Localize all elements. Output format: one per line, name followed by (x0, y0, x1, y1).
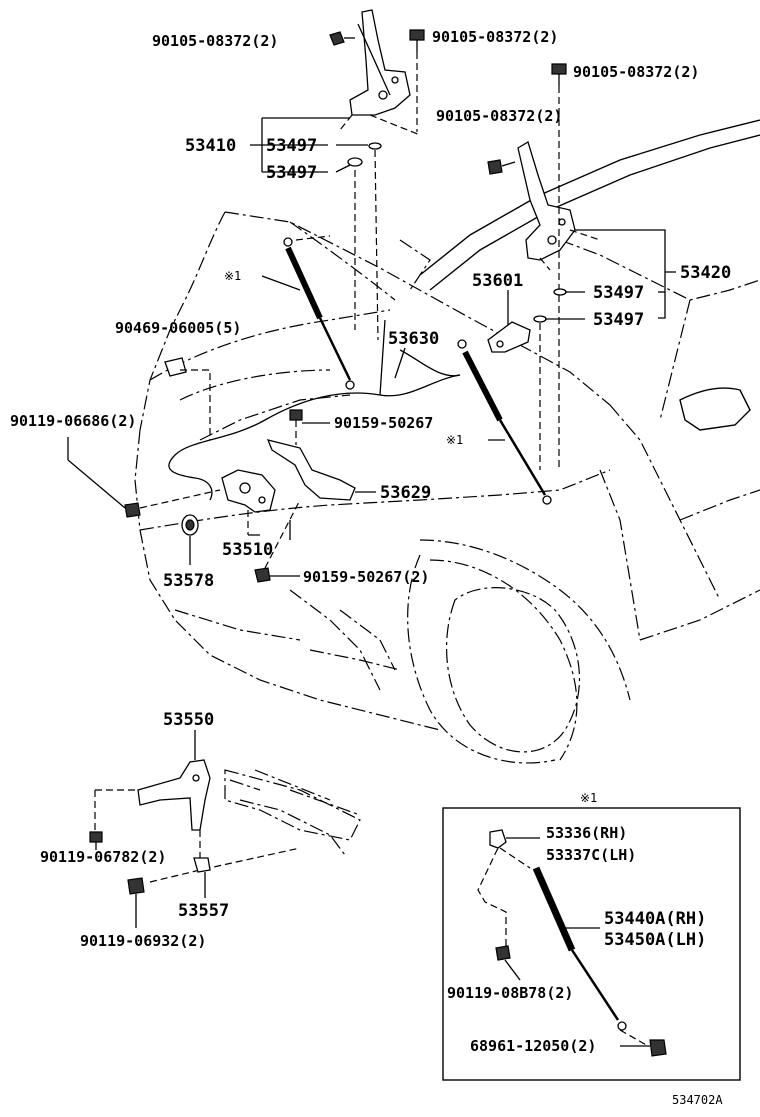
label-screw-lock-upper: 90159-50267 (334, 414, 433, 432)
label-hood-lock: 53510 (222, 540, 273, 560)
bolt-icon (329, 31, 355, 46)
release-cable (168, 374, 461, 501)
screw-icon (289, 409, 330, 445)
label-ref-strut-right: ※1 (446, 433, 463, 447)
label-lever-bracket: 53557 (178, 901, 229, 921)
bracket-icon (193, 857, 211, 898)
label-cushion: 53578 (163, 571, 214, 591)
label-washer-b: 53497 (266, 163, 317, 183)
screw-icon (254, 499, 301, 583)
label-ball-rh: 53336(RH) (546, 824, 627, 842)
labels: 90105-08372(2) 90105-08372(2) 90105-0837… (10, 28, 731, 1107)
bolt-icon (409, 29, 425, 132)
hood-stay-left (261, 235, 355, 390)
label-bolt-left-lock: 90119-06686(2) (10, 412, 136, 430)
leader-53420 (545, 229, 676, 320)
label-bolt-top-mid: 90105-08372(2) (432, 28, 558, 46)
label-ball-lh: 53337C(LH) (546, 846, 636, 864)
label-lock-protector: 53629 (380, 483, 431, 503)
label-inset-bolt: 90119-08B78(2) (447, 984, 573, 1002)
leader-53630 (394, 347, 406, 379)
bolt-icon (487, 159, 516, 175)
hood-lock-protector (266, 439, 376, 501)
label-clip: 90469-06005(5) (115, 319, 241, 337)
label-hinge-lh: 53410 (185, 136, 236, 156)
hood-lock-support (487, 290, 531, 353)
label-stay-lh: 53450A(LH) (604, 930, 706, 950)
label-lock-support: 53601 (472, 271, 523, 291)
hood-lock (221, 469, 276, 535)
nut-icon (620, 1039, 667, 1057)
label-bolt-top-right: 90105-08372(2) (573, 63, 699, 81)
release-cable-end (379, 319, 461, 396)
label-release-cable: 53630 (388, 329, 439, 349)
label-bolt-top-left: 90105-08372(2) (152, 32, 278, 50)
bolt-icon (89, 831, 103, 850)
washer-icon (347, 142, 382, 341)
bolt-icon (67, 437, 221, 518)
leader-53497 (335, 144, 368, 173)
label-washer-a: 53497 (266, 136, 317, 156)
label-inset-ref: ※1 (580, 791, 597, 805)
label-lever: 53550 (163, 710, 214, 730)
clip-icon (164, 357, 211, 440)
inset-frame (442, 807, 741, 1081)
label-bolt-lever-b: 90119-06932(2) (80, 932, 206, 950)
hood-hinge-rh (517, 141, 601, 271)
washer-icon (533, 288, 567, 470)
bolt-icon (477, 847, 521, 981)
leader-53410 (250, 117, 350, 173)
hood-hinge-lh (339, 9, 421, 136)
lever-bracket-area (94, 730, 361, 883)
label-ref-strut-left: ※1 (224, 269, 241, 283)
label-bolt-lever-a: 90119-06782(2) (40, 848, 166, 866)
label-washer-c: 53497 (593, 283, 644, 303)
cushion-icon (181, 514, 199, 565)
label-screw-lock-lower: 90159-50267(2) (303, 568, 429, 586)
vehicle-body-outline (134, 119, 760, 764)
diagram-code: 534702A (672, 1093, 723, 1107)
label-bolt-right-hinge: 90105-08372(2) (436, 107, 562, 125)
label-inset-nut: 68961-12050(2) (470, 1037, 596, 1055)
bolt-icon (127, 877, 145, 928)
ball-stud-icon (489, 829, 540, 849)
label-hinge-rh: 53420 (680, 263, 731, 283)
label-stay-rh: 53440A(RH) (604, 909, 706, 929)
label-washer-d: 53497 (593, 310, 644, 330)
bolt-icon (551, 63, 567, 470)
hood-stay-right (457, 339, 552, 505)
hood-stay-inset (499, 847, 649, 1047)
leader-53510 (248, 520, 291, 540)
